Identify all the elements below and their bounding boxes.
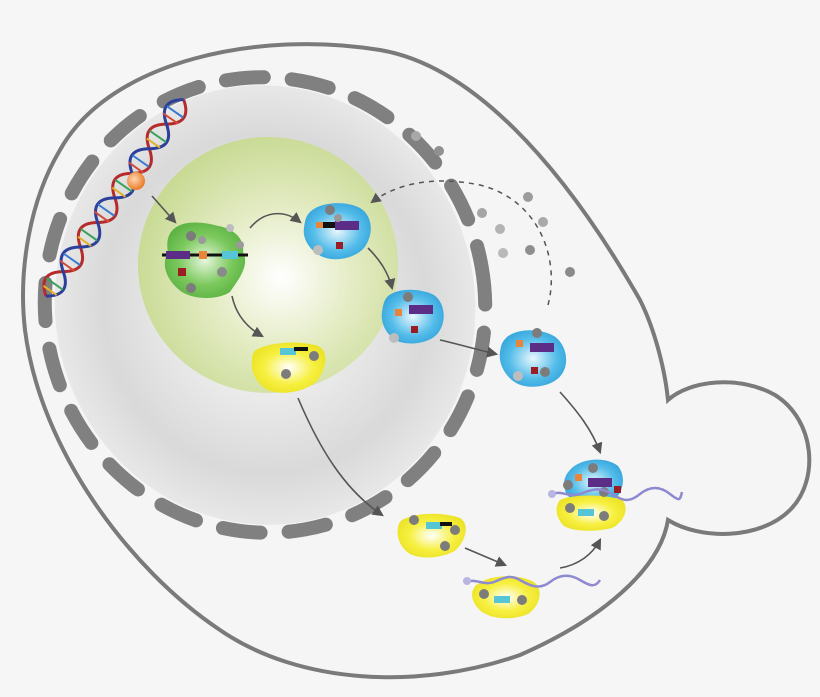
blue-complex-2 [381, 289, 444, 344]
arrow-blue3-to-complex [559, 391, 603, 455]
arrow-green-to-blue1 [249, 212, 302, 229]
arrow-green-to-yellow1 [231, 295, 264, 338]
blue-complex-1 [303, 203, 371, 260]
nuclear-envelope [37, 70, 493, 540]
nucleolus [138, 137, 398, 393]
free-protein-dots [411, 131, 575, 277]
arrow-yellow2-to-yellow3 [464, 547, 508, 567]
blue-complex-3 [499, 328, 567, 387]
dna-helix-icon [42, 98, 188, 298]
arrow-yellow1-to-yellow2 [297, 397, 384, 517]
yellow-complex-1 [251, 342, 326, 393]
yellow-complex-2 [397, 513, 466, 558]
mrna-strand-icon [551, 486, 684, 502]
assembled-ribosome-complex [548, 459, 684, 531]
recycling-arrow-dashed [370, 180, 552, 306]
green-complex [162, 222, 248, 298]
arrow-dna-to-green [151, 195, 177, 224]
yellow-complex-3 [463, 574, 602, 619]
arrow-yellow3-to-complex [559, 538, 602, 569]
arrow-blue1-to-blue2 [367, 247, 396, 291]
mrna-strand-icon [465, 574, 602, 588]
polymerase-marker [127, 172, 145, 190]
arrow-blue2-to-blue3 [439, 339, 499, 358]
